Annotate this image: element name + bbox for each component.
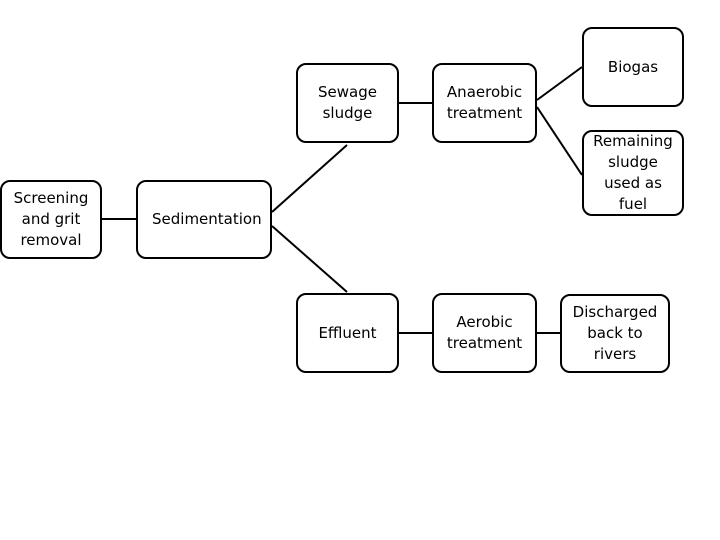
connector-sedimentation-effluent	[271, 225, 348, 293]
node-sedimentation-label: Sedimentation	[152, 210, 262, 228]
node-sewage-sludge: Sewage sludge	[296, 63, 399, 143]
node-sedimentation: Sedimentation	[136, 180, 272, 259]
node-discharged-back-to-rivers: Discharged back to rivers	[560, 294, 670, 373]
node-discharged-label: Discharged back to rivers	[572, 303, 658, 363]
node-anaerobic-treatment: Anaerobic treatment	[432, 63, 537, 143]
node-anaerobic-label: Anaerobic treatment	[446, 83, 523, 122]
connector-anaerobic-remaining	[536, 106, 583, 176]
node-remaining-sludge: Remaining sludge used as fuel	[582, 130, 684, 216]
node-aerobic-label: Aerobic treatment	[446, 313, 523, 352]
node-screening-and-grit-removal: Screening and grit removal	[0, 180, 102, 259]
node-effluent: Effluent	[296, 293, 399, 373]
node-effluent-label: Effluent	[318, 323, 377, 342]
node-biogas: Biogas	[582, 27, 684, 107]
node-screening-label: Screening and grit removal	[13, 189, 89, 249]
node-remaining-sludge-label: Remaining sludge used as fuel	[593, 132, 673, 213]
node-biogas-label: Biogas	[607, 57, 659, 76]
connector-sedimentation-sludge	[271, 144, 348, 213]
node-aerobic-treatment: Aerobic treatment	[432, 293, 537, 373]
connector-anaerobic-biogas	[536, 66, 583, 101]
node-sewage-sludge-label: Sewage sludge	[318, 83, 377, 122]
